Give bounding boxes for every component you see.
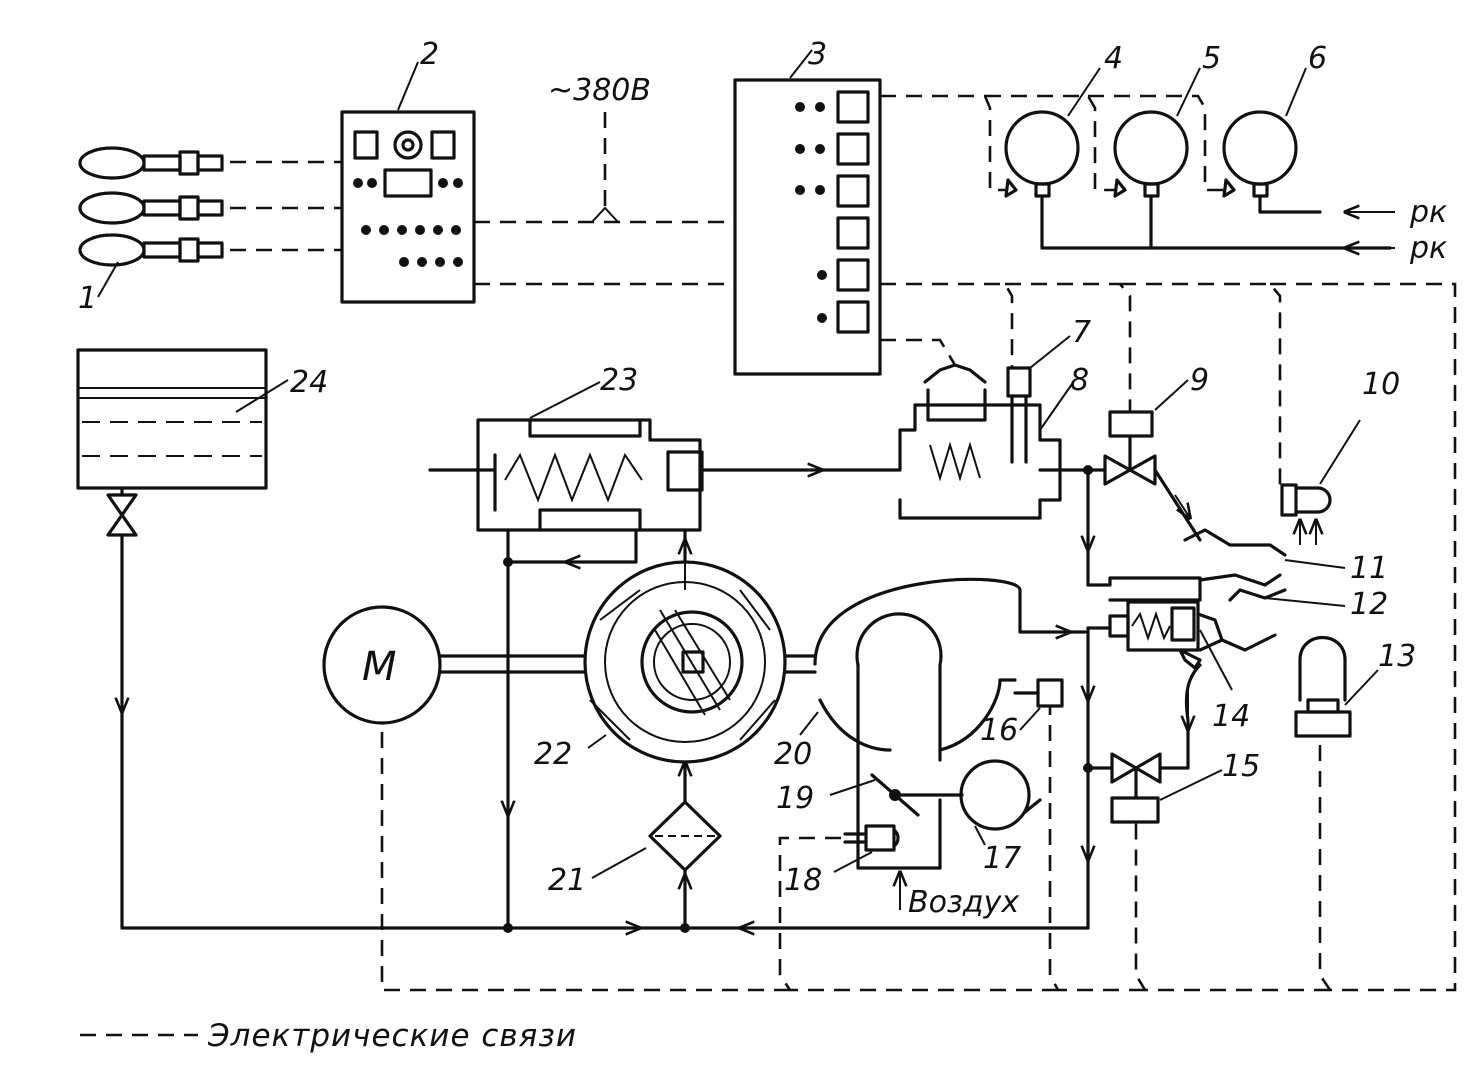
gauges-4-5-6: 4 5 6 pк pк <box>1004 41 1447 266</box>
label-13: 13 <box>1378 639 1416 674</box>
sensor-bottom <box>78 233 224 267</box>
label-12: 12 <box>1350 587 1388 622</box>
label-21: 21 <box>548 863 586 898</box>
filter-21: 21 <box>548 800 722 933</box>
pressure-label-1: pк <box>1409 195 1447 230</box>
damper-assembly: Воздух 19 17 18 <box>776 759 1042 920</box>
label-22: 22 <box>534 737 572 772</box>
motor-label: M <box>362 644 397 690</box>
label-16: 16 <box>980 713 1018 748</box>
electric-connections <box>230 94 1457 992</box>
tank-24: 24 <box>76 348 328 537</box>
label-10: 10 <box>1362 367 1400 402</box>
heat-exchanger-20: 20 <box>774 577 1087 870</box>
label-6: 6 <box>1308 41 1327 76</box>
instrument-cabinet-3: 3 <box>733 37 882 376</box>
supply-voltage: ~380В <box>548 73 651 108</box>
relief-valve-23: 23 <box>428 363 882 532</box>
pump-22: 22 <box>534 528 787 804</box>
valve-9: 9 <box>1103 363 1209 542</box>
legend-text: Электрические связи <box>207 1018 577 1054</box>
label-5: 5 <box>1202 41 1221 76</box>
label-24: 24 <box>290 365 328 400</box>
label-2: 2 <box>420 37 439 72</box>
valve-15: 15 <box>1086 749 1260 824</box>
sensor-middle <box>78 191 224 225</box>
pressure-label-2: pк <box>1409 231 1447 266</box>
motor: M <box>322 605 817 725</box>
label-3: 3 <box>808 37 827 72</box>
label-19: 19 <box>776 781 814 816</box>
label-1: 1 <box>78 281 97 316</box>
collector-13: 13 <box>1294 636 1416 738</box>
label-7: 7 <box>1072 315 1091 350</box>
label-20: 20 <box>774 737 812 772</box>
label-14: 14 <box>1212 699 1250 734</box>
label-11: 11 <box>1350 551 1388 586</box>
control-panel-2: 2 <box>340 37 476 304</box>
label-9: 9 <box>1190 363 1209 398</box>
nozzle-10: 10 <box>1280 367 1400 545</box>
label-17: 17 <box>983 841 1021 876</box>
label-4: 4 <box>1104 41 1123 76</box>
air-label: Воздух <box>908 885 1019 920</box>
heater-8: 7 8 <box>878 315 1107 520</box>
sensor-top <box>78 146 224 180</box>
label-8: 8 <box>1070 363 1089 398</box>
test-assembly: 11 12 14 <box>1083 468 1388 930</box>
sensors-1: 1 <box>78 146 224 316</box>
label-15: 15 <box>1222 749 1260 784</box>
sensor-16: 16 <box>980 678 1064 748</box>
label-18: 18 <box>784 863 822 898</box>
label-23: 23 <box>600 363 638 398</box>
legend: Электрические связи <box>80 1018 577 1054</box>
